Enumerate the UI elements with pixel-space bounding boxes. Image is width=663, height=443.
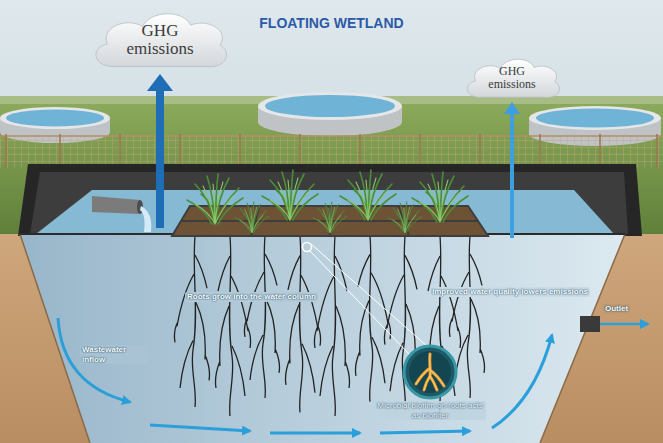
inflow-pipe [92,196,140,214]
plant-roots [356,236,391,402]
tank-water [6,110,104,127]
flow-arrow [492,335,552,428]
wetland-plant [340,170,396,220]
annotation-label: Roots grow into the water column [185,292,318,302]
cloud-label: GHG emissions [481,65,543,90]
flow-arrow [150,425,250,431]
basin-rim [18,164,642,236]
flow-arrow [380,431,470,433]
callout-caption: Microbial biofilm on roots acts as biofi… [374,401,486,420]
fence-posts [6,134,657,168]
basin-section-wall [20,234,625,443]
flow-arrow [270,432,360,435]
callout-circle [404,346,456,398]
plant-roots [286,236,321,412]
tank-water [536,109,654,128]
annotation-label: Improved water quality lowers emissions [430,287,590,297]
water-splash [140,206,151,232]
biofilm-circle [374,344,486,400]
water-section [20,234,625,443]
wetland-plant [313,202,347,232]
emission-arrowhead [147,74,173,91]
cloud-outline [96,13,227,66]
clarifier-tank [258,92,402,136]
wetland-plant [388,202,422,232]
fence-mesh [0,136,663,168]
biofilm-root-icon [416,354,444,390]
biofilm-callout: Microbial biofilm on roots acts as biofi… [374,344,486,422]
cloud-label: GHG emissions [115,22,205,58]
outlet-pipe [580,316,600,332]
zoom-leader [310,244,427,354]
fence-rail [0,135,663,137]
emission-cloud: GHG emissions [461,53,564,104]
outlet-label: Outlet [603,304,630,314]
outlet-arrow [600,323,648,326]
emission-arrowhead [504,102,520,114]
callout-inner [409,351,451,393]
flow-arrows [58,318,552,433]
emission-arrow [510,112,514,238]
tank-top [0,107,110,129]
grass [0,104,663,244]
tank-top [529,106,661,130]
zoom-point [303,243,312,252]
wetland-plant [262,170,318,220]
emission-cloud: GHG emissions [87,5,233,76]
basin-wall [30,172,628,234]
tank-water [265,95,395,117]
emission-arrow [156,88,164,228]
flow-label: Wastewater inflow [80,345,148,364]
diagram-title: FLOATING WETLAND [0,15,663,31]
ground [0,234,663,443]
wetland-plant [412,172,468,222]
biofilm-root-highlight [416,354,444,390]
wetland-plant [187,174,243,224]
wetland-plant [235,202,269,232]
plant-roots [174,236,209,407]
plant-roots [244,236,279,398]
tank-top [258,92,402,120]
cloud-outline [467,59,559,97]
